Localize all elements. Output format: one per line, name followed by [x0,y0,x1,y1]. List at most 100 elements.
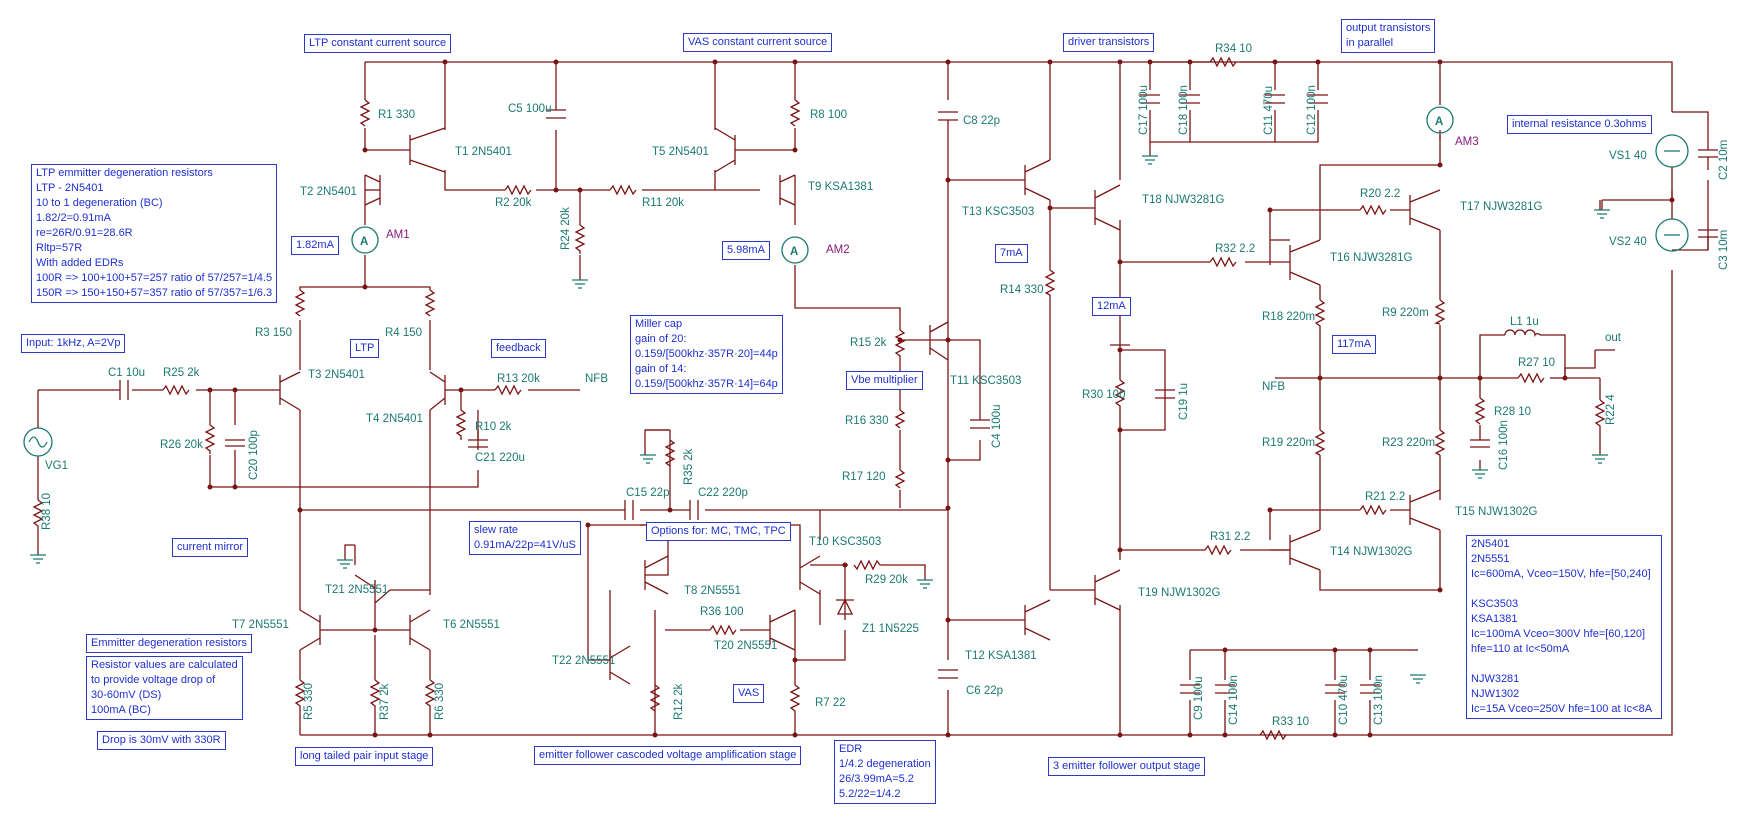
label-r37: R37 2k [379,683,391,720]
inductor-symbol [1504,329,1541,338]
label-r11: R11 20k [642,197,684,209]
transistor-symbols [279,127,1441,685]
label-r15: R15 2k [850,337,887,349]
label-c22: C22 220p [698,487,748,499]
label-r30: R30 100 [1082,389,1125,401]
ammeter-icon [351,226,379,254]
label-r29: R29 20k [865,574,908,586]
note-output-parallel: output transistors in parallel [1341,19,1436,53]
ammeters: A A A [351,106,1454,264]
label-c13: C13 100n [1373,675,1385,725]
label-vs2: VS2 40 [1609,236,1647,248]
ground-symbols [30,155,1610,684]
label-r33: R33 10 [1272,716,1309,728]
label-t16: T16 NJW3281G [1330,252,1413,264]
note-current-7: 7mA [995,244,1028,263]
label-r1: R1 330 [378,109,415,121]
label-c15: C15 22p [626,487,669,499]
label-r36: R36 100 [700,606,743,618]
note-vas: VAS [733,684,765,703]
label-c11: C11 470u [1263,86,1275,135]
label-c18: C18 100n [1178,85,1190,135]
label-t11: T11 KSC3503 [950,375,1021,387]
label-am3: AM3 [1455,136,1479,148]
label-am2: AM2 [826,244,850,256]
label-t17: T17 NJW3281G [1460,201,1543,213]
note-ltp-emitter: LTP emmitter degeneration resistors LTP … [31,164,278,303]
label-r23: R23 220m [1382,437,1435,449]
label-t3: T3 2N5401 [308,369,365,381]
note-vas-ccs: VAS constant current source [683,33,833,52]
label-r34: R34 10 [1215,43,1252,55]
label-c12: C12 100n [1306,85,1318,135]
label-t14: T14 NJW1302G [1330,546,1413,558]
label-out: out [1605,332,1622,344]
junctions [207,59,1675,738]
label-nfb: NFB [585,373,608,385]
label-vg1: VG1 [45,460,68,472]
sources [23,134,1689,457]
label-t13: T13 KSC3503 [962,206,1034,218]
label-r5: R5 330 [303,683,315,720]
label-c17: C17 100u [1138,85,1150,135]
label-t12: T12 KSA1381 [965,650,1037,662]
label-t18: T18 NJW3281G [1142,194,1225,206]
label-c6: C6 22p [966,685,1003,697]
label-r18: R18 220m [1262,311,1315,323]
label-t8: T8 2N5551 [684,585,741,597]
label-t22: T22 2N5551 [552,655,615,667]
note-emitter-degeneration: Emmitter degeneration resistors [86,634,252,653]
label-r38: R38 10 [41,493,53,530]
label-r16: R16 330 [845,415,888,427]
label-z1: Z1 1N5225 [862,623,919,635]
label-nfb-out: NFB [1262,381,1285,393]
note-ltp-ccs: LTP constant current source [304,34,452,53]
label-r27: R27 10 [1518,357,1555,369]
resistor-symbols [32,56,1606,741]
label-c19: C19 1u [1178,383,1190,420]
signal-generator-icon [23,427,53,457]
note-drop: Drop is 30mV with 330R [97,731,226,750]
label-am1: AM1 [386,229,410,241]
label-r8: R8 100 [810,109,847,121]
label-r3: R3 150 [255,327,292,339]
note-input: Input: 1kHz, A=2Vp [21,334,126,353]
label-r7: R7 22 [815,697,846,709]
capacitor-symbols [119,94,1718,694]
label-t20: T20 2N5551 [714,640,777,652]
label-r4: R4 150 [385,327,422,339]
note-current-182: 1.82mA [291,236,339,255]
note-compensation-options: Options for: MC, TMC, TPC [646,522,791,541]
label-c16: C16 100n [1498,420,1510,470]
label-t5: T5 2N5401 [652,146,709,158]
svg-text:A: A [1435,116,1443,128]
label-t10: T10 KSC3503 [809,536,881,548]
label-t15: T15 NJW1302G [1455,506,1538,518]
label-l1: L1 1u [1510,316,1539,328]
label-t4: T4 2N5401 [366,413,423,425]
label-c8: C8 22p [963,115,1000,127]
label-c4: C4 100u [991,405,1003,448]
note-miller-cap: Miller cap gain of 20: 0.159/[500khz·357… [630,315,783,394]
label-t2: T2 2N5401 [300,186,357,198]
note-transistor-specs: 2N5401 2N5551 Ic=600mA, Vceo=150V, hfe=[… [1466,535,1662,719]
svg-text:A: A [360,236,368,248]
label-r20: R20 2.2 [1360,188,1400,200]
note-ltp-stage: long tailed pair input stage [295,747,434,766]
label-r28: R28 10 [1494,406,1531,418]
note-edr: EDR 1/4.2 degeneration 26/3.99mA=5.2 5.2… [834,740,936,804]
note-internal-resistance: internal resistance 0.3ohms [1507,115,1652,134]
note-current-12: 12mA [1092,297,1131,316]
label-r31: R31 2.2 [1210,531,1250,543]
label-c21: C21 220u [475,452,525,464]
label-c9: C9 100u [1193,677,1205,720]
label-r35: R35 2k [683,448,695,485]
label-r22: R22 4 [1605,394,1617,425]
label-t6: T6 2N5551 [443,619,500,631]
label-r25: R25 2k [163,367,200,379]
note-driver: driver transistors [1063,33,1155,52]
label-c5: C5 100u [508,103,551,115]
label-vs1: VS1 40 [1609,150,1647,162]
label-t21: T21 2N5551 [325,584,388,596]
label-r9: R9 220m [1382,307,1429,319]
